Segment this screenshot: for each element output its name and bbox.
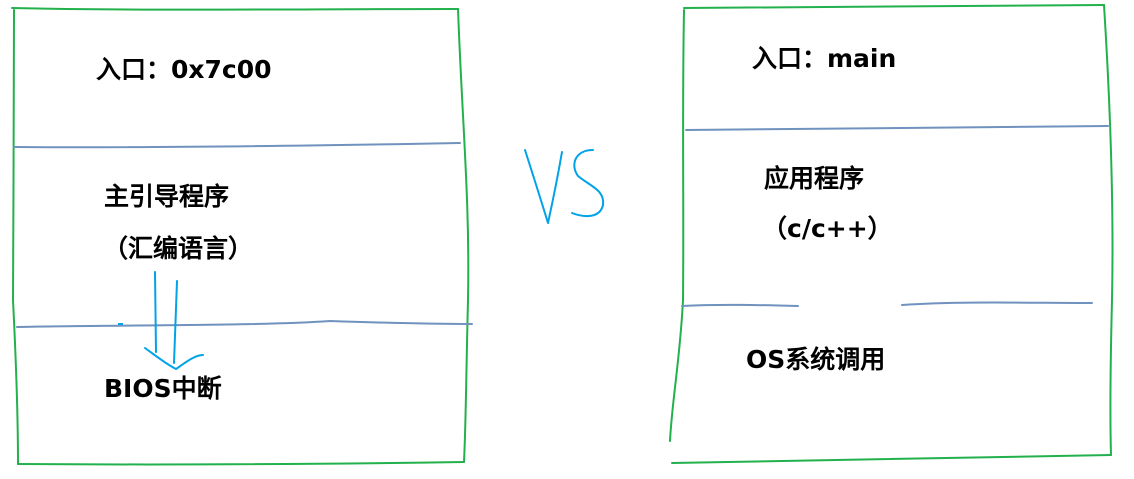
left-divider-top [13, 142, 461, 149]
right-divider-top [685, 125, 1109, 131]
vs-mark [524, 149, 605, 224]
down-arrow [144, 271, 204, 370]
left-service-label: BIOS中断 [104, 374, 222, 403]
right-program-lang: （c/c++） [762, 214, 893, 243]
right-program-title: 应用程序 [764, 164, 865, 193]
right-service-label: OS系统调用 [746, 345, 886, 374]
right-dividers [681, 125, 1109, 307]
left-program-lang: （汇编语言） [103, 234, 254, 263]
right-box-frame [669, 4, 1114, 464]
right-divider-bottom-left [681, 303, 799, 307]
left-box-frame [11, 7, 470, 466]
left-entry-label: 入口：0x7c00 [96, 55, 272, 84]
left-program-title: 主引导程序 [104, 182, 230, 211]
right-entry-label: 入口：main [752, 44, 897, 73]
right-divider-bottom-right [901, 301, 1093, 306]
left-dividers [13, 142, 473, 328]
left-divider-bottom [16, 319, 473, 328]
